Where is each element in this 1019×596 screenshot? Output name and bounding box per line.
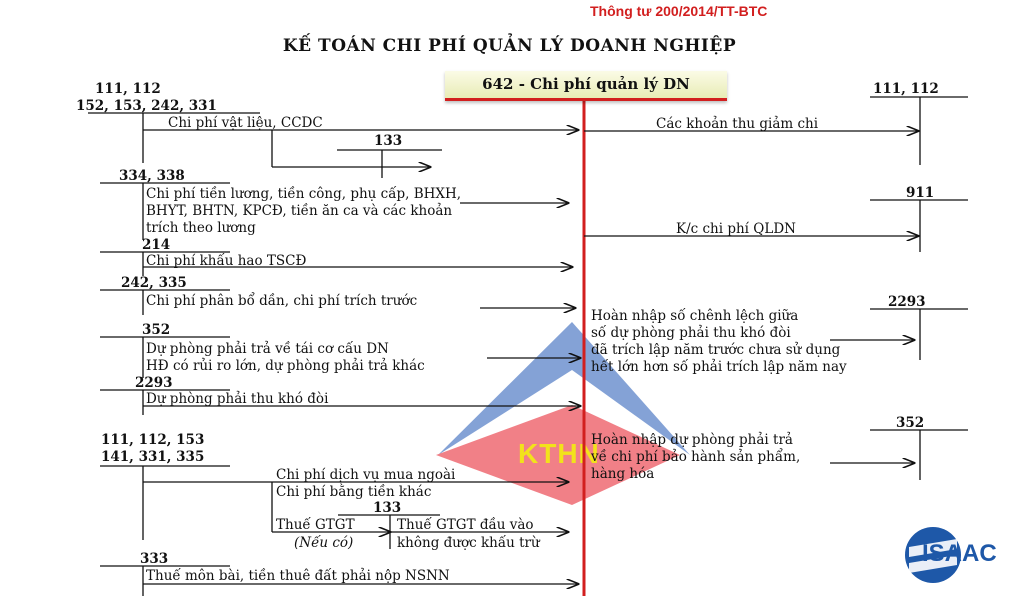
entry-label: đã trích lập năm trước chưa sử dụng bbox=[591, 342, 841, 358]
entry-label: hết lớn hơn số phải trích lập năm nay bbox=[591, 359, 847, 375]
entry-label: Thuế GTGT đầu vào bbox=[397, 517, 534, 533]
account-label: 352 bbox=[142, 322, 171, 338]
isaac-logo-icon bbox=[905, 527, 961, 583]
account-label: 133 bbox=[373, 500, 402, 516]
entry-label: Chi phí vật liệu, CCDC bbox=[168, 115, 323, 131]
logo-text: ISAAC bbox=[922, 540, 997, 567]
account-label: 111, 112 bbox=[873, 81, 939, 97]
entry-label: số dự phòng phải thu khó đòi bbox=[591, 325, 791, 341]
account-label: 2293 bbox=[888, 294, 926, 310]
account-label: 242, 335 bbox=[121, 275, 187, 291]
page-title: KẾ TOÁN CHI PHÍ QUẢN LÝ DOANH NGHIỆP bbox=[282, 36, 737, 56]
account-label: 911 bbox=[906, 185, 935, 201]
entry-label: Hoàn nhập dự phòng phải trả bbox=[591, 432, 793, 448]
account-label: 333 bbox=[140, 551, 169, 567]
account-label: 214 bbox=[142, 237, 171, 253]
entry-label: (Nếu có) bbox=[294, 535, 354, 551]
entry-label: trích theo lương bbox=[146, 220, 256, 236]
entry-label: Chi phí phân bổ dần, chi phí trích trước bbox=[146, 293, 418, 309]
account-label: 2293 bbox=[135, 375, 173, 391]
entry-label: HĐ có rủi ro lớn, dự phòng phải trả khác bbox=[146, 358, 425, 374]
entry-label: hàng hóa bbox=[591, 466, 655, 482]
entry-label: về chi phí bảo hành sản phẩm, bbox=[591, 449, 801, 465]
account-label: 334, 338 bbox=[119, 168, 185, 184]
entry-label: Các khoản thu giảm chi bbox=[656, 116, 819, 132]
account-label: 141, 331, 335 bbox=[101, 449, 205, 465]
entry-label: Chi phí dịch vụ mua ngoài bbox=[276, 467, 456, 483]
account-label: 111, 112, 153 bbox=[101, 432, 205, 448]
reference-note: Thông tư 200/2014/TT-BTC bbox=[590, 3, 768, 19]
entry-label: Chi phí bằng tiền khác bbox=[276, 484, 432, 500]
entry-label: BHYT, BHTN, KPCĐ, tiền ăn ca và các khoả… bbox=[146, 203, 453, 219]
entry-label: Thuế môn bài, tiền thuê đất phải nộp NSN… bbox=[146, 568, 450, 584]
account-label: 111, 112 bbox=[95, 81, 161, 97]
account-label: 152, 153, 242, 331 bbox=[76, 98, 217, 114]
entry-label: Hoàn nhập số chênh lệch giữa bbox=[591, 308, 799, 324]
entry-label: không được khấu trừ bbox=[397, 535, 540, 551]
entry-label: K/c chi phí QLDN bbox=[676, 221, 796, 237]
central-account-header: 642 - Chi phí quản lý DN bbox=[445, 71, 727, 101]
account-label: 133 bbox=[374, 133, 403, 149]
entry-label: Thuế GTGT bbox=[276, 517, 355, 533]
entry-label: Dự phòng phải trả về tái cơ cấu DN bbox=[146, 341, 389, 357]
entry-label: Chi phí khấu hao TSCĐ bbox=[146, 253, 307, 269]
account-label: 352 bbox=[896, 415, 925, 431]
entry-label: Chi phí tiền lương, tiền công, phụ cấp, … bbox=[146, 186, 462, 202]
entry-label: Dự phòng phải thu khó đòi bbox=[146, 391, 329, 407]
